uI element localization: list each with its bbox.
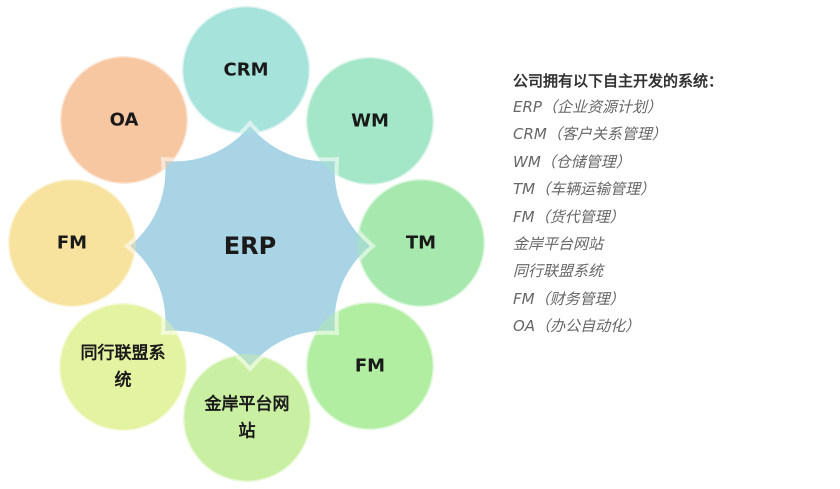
description-item: FM（货代管理） bbox=[513, 207, 625, 226]
description-item: OA（办公自动化） bbox=[513, 317, 641, 336]
node-crm-overlap bbox=[182, 6, 310, 134]
systems-description: 公司拥有以下自主开发的系统： ERP（企业资源计划） CRM（客户关系管理） WM（… bbox=[513, 68, 833, 341]
center-hub bbox=[123, 119, 377, 373]
description-list: ERP（企业资源计划） CRM（客户关系管理） WM（仓储管理） TM（车辆运输管理）… bbox=[513, 94, 833, 341]
node-oa-overlap bbox=[60, 56, 188, 184]
satellite-labels: CRM WM TM FM 金岸平台网站 同行联盟系统 FM OA ERP bbox=[8, 6, 485, 482]
node-oa-circle bbox=[58, 54, 190, 186]
node-tonghang-label: 同行联盟系 bbox=[81, 343, 166, 364]
description-item: ERP（企业资源计划） bbox=[513, 98, 662, 116]
node-tm-label: TM bbox=[406, 233, 436, 254]
description-item: TM（车辆运输管理） bbox=[513, 180, 656, 199]
satellite-nodes bbox=[6, 4, 487, 484]
description-item: 金岸平台网站 bbox=[513, 234, 604, 253]
node-wm-overlap bbox=[306, 57, 434, 185]
description-item: 同行联盟系统 bbox=[513, 262, 604, 281]
node-tonghang-circle bbox=[57, 301, 189, 433]
description-item: CRM（客户关系管理） bbox=[513, 125, 667, 144]
description-item: WM（仓储管理） bbox=[513, 152, 631, 171]
erp-center-shape bbox=[123, 119, 377, 373]
node-tm-overlap bbox=[357, 179, 485, 307]
erp-system-diagram: CRM WM TM FM 金岸平台网站 同行联盟系统 FM OA ERP bbox=[6, 4, 487, 484]
erp-center-label: ERP bbox=[224, 232, 276, 260]
node-fm-left-overlap bbox=[8, 179, 136, 307]
node-wm-label: WM bbox=[351, 111, 389, 132]
node-jinan-label: 金岸平台网 bbox=[204, 394, 290, 415]
node-oa-label: OA bbox=[110, 110, 139, 131]
node-fm-right-label: FM bbox=[355, 356, 385, 377]
node-crm-label: CRM bbox=[224, 60, 269, 81]
node-jinan-label: 站 bbox=[239, 421, 256, 442]
description-title: 公司拥有以下自主开发的系统： bbox=[513, 72, 724, 90]
node-wm-circle bbox=[304, 55, 436, 187]
node-jinan-overlap bbox=[183, 354, 311, 482]
node-fm-right-overlap bbox=[306, 302, 434, 430]
node-fm-left-label: FM bbox=[57, 233, 87, 254]
node-tonghang-overlap bbox=[59, 303, 187, 431]
description-item: FM（财务管理） bbox=[513, 289, 625, 308]
node-tonghang-label: 统 bbox=[115, 370, 132, 391]
